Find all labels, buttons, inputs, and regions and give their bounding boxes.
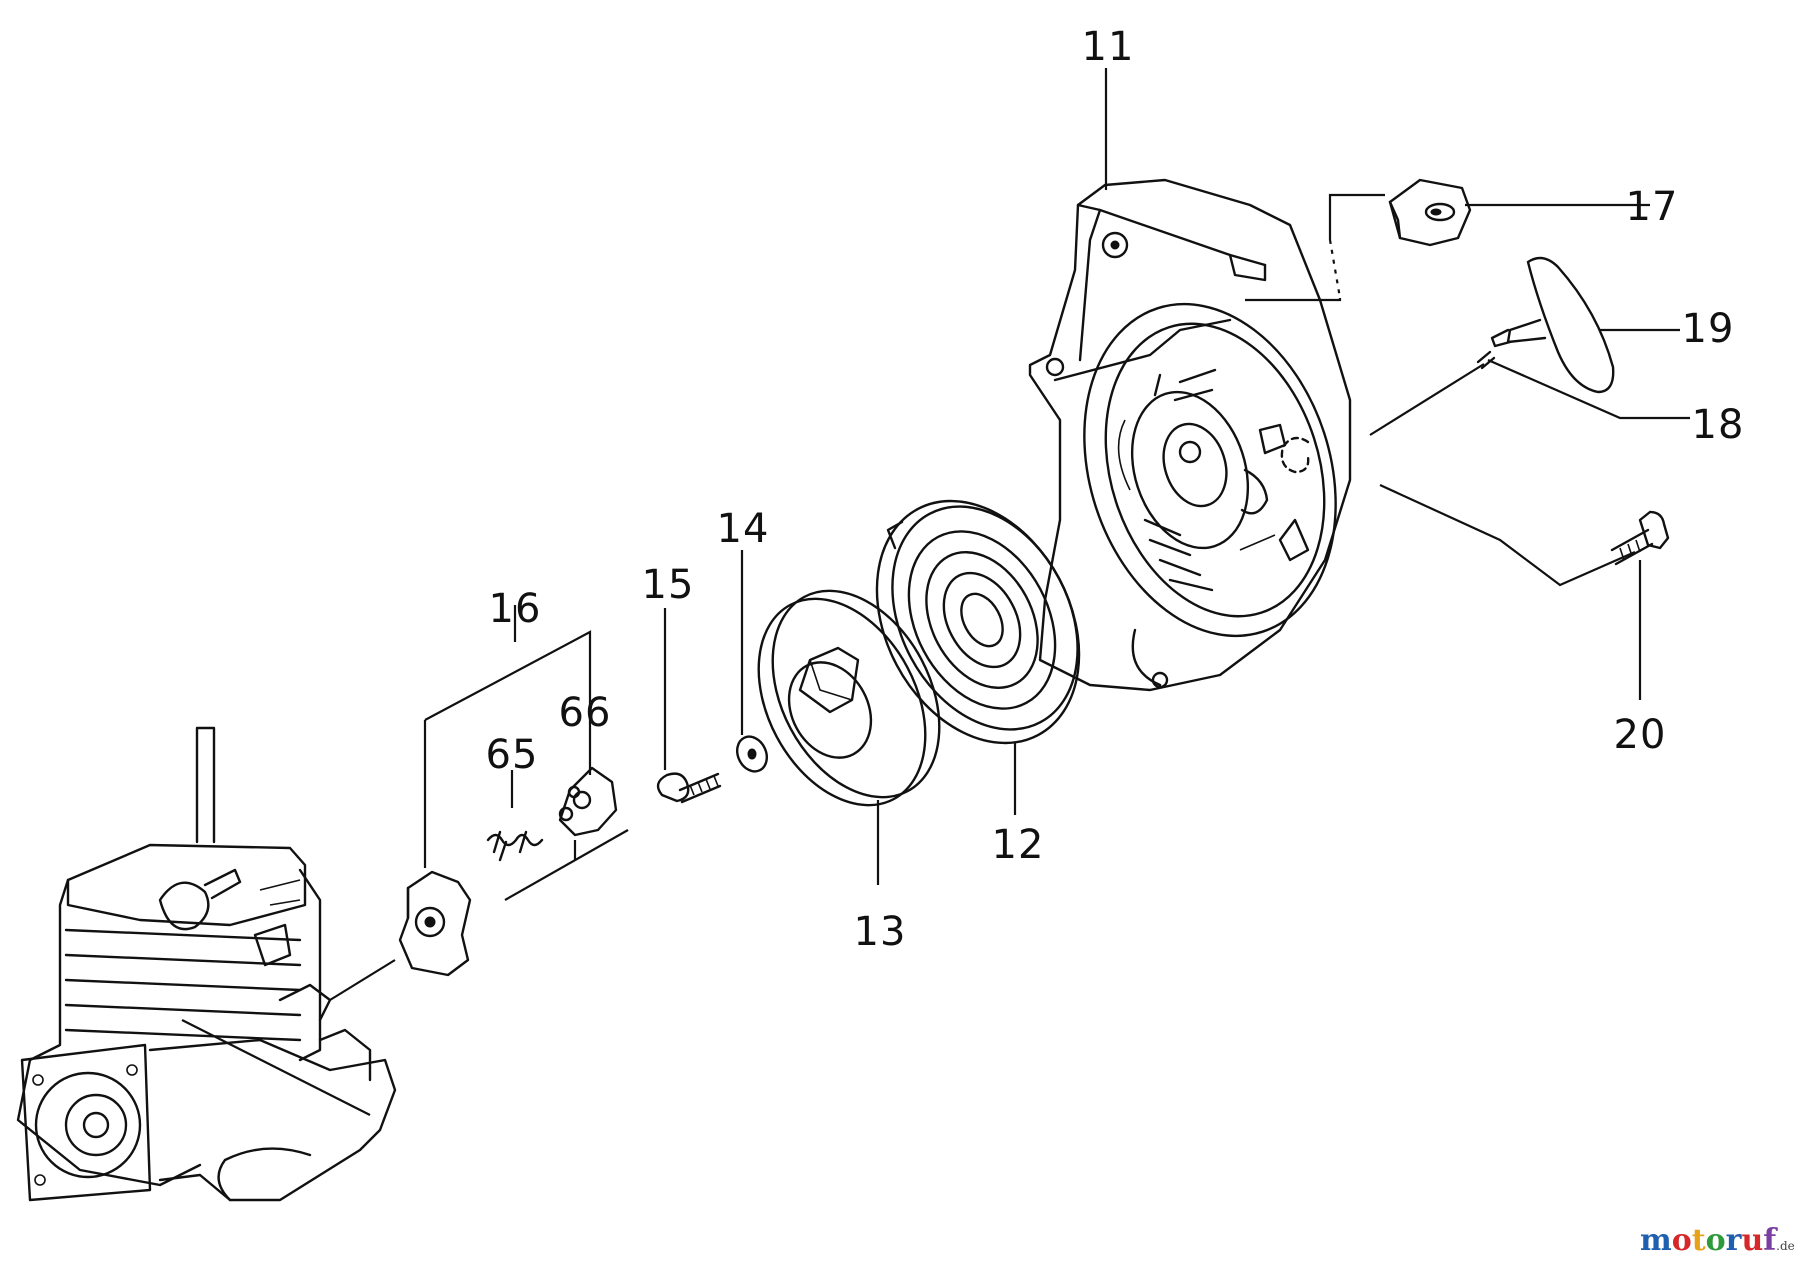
- bolt-20: [1610, 510, 1670, 566]
- fan-cover-11: [1028, 178, 1352, 692]
- label-19: 19: [1682, 306, 1735, 352]
- rope-pin-18: [1476, 350, 1496, 370]
- label-65: 65: [486, 732, 539, 778]
- label-17: 17: [1626, 184, 1679, 230]
- label-66: 66: [559, 690, 612, 736]
- label-11: 11: [1082, 24, 1135, 70]
- engine-cylinder-block: [16, 726, 397, 1202]
- spring-65: [486, 830, 544, 862]
- label-18: 18: [1692, 402, 1745, 448]
- washer-14: [736, 735, 768, 773]
- label-15: 15: [642, 562, 695, 608]
- grommet-17: [1388, 178, 1472, 247]
- recoil-spring-12: [875, 499, 1081, 745]
- pulley-13: [757, 589, 941, 807]
- label-16: 16: [489, 586, 542, 632]
- leader-lines: [181, 68, 1690, 1116]
- label-20: 20: [1614, 712, 1667, 758]
- screw-15: [656, 772, 722, 804]
- label-12: 12: [992, 822, 1045, 868]
- watermark-logo: motoruf.de: [1640, 1223, 1795, 1258]
- starter-handle-19: [1490, 256, 1615, 394]
- ignition-coil-16: [398, 870, 472, 977]
- label-14: 14: [717, 506, 770, 552]
- label-13: 13: [854, 909, 907, 955]
- part-labels: 11 17 19 18 20 14 15 16 66 65 12 13: [486, 24, 1745, 955]
- pawl-66: [558, 766, 618, 837]
- watermark-text: motoruf.de: [1640, 1223, 1795, 1258]
